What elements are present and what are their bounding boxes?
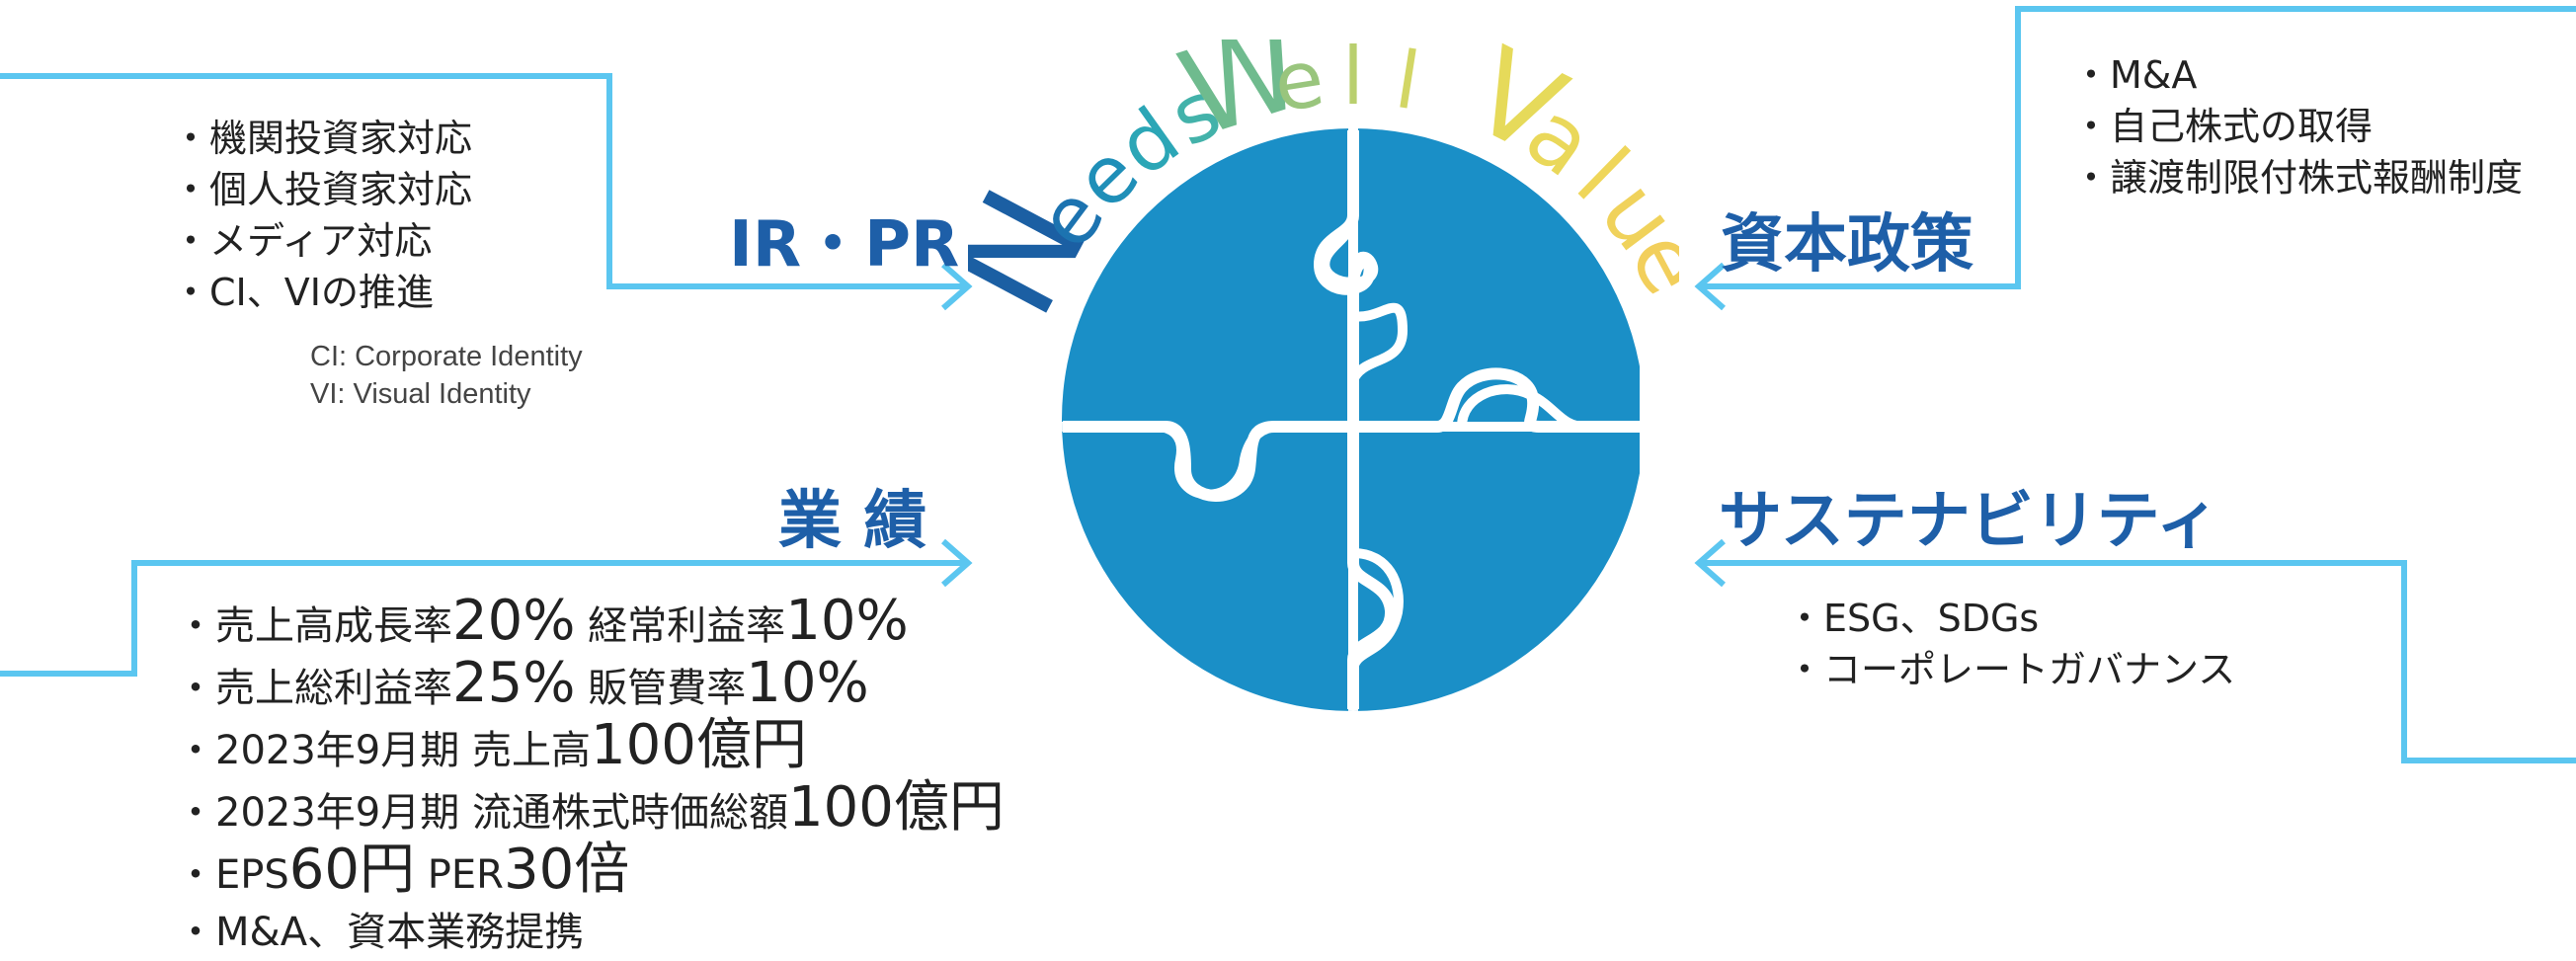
list-item: ・ESG、SDGs xyxy=(1786,597,2040,640)
performance-arrowhead xyxy=(941,538,973,588)
ir-pr-arrowhead xyxy=(941,262,973,311)
list-item: ・譲渡制限付株式報酬制度 xyxy=(2072,156,2524,200)
list-item: ・2023年9月期 流通株式時価総額100億円 xyxy=(176,775,1005,840)
list-item: ・個人投資家対応 xyxy=(172,168,473,211)
brand-letter: l xyxy=(1342,40,1364,122)
sustainability-heading: サステナビリティ xyxy=(1719,485,2219,558)
performance-heading: 業 績 xyxy=(778,485,927,558)
sustainability-arrowhead xyxy=(1694,538,1726,588)
capital-list: ・M&A ・自己株式の取得 ・譲渡制限付株式報酬制度 xyxy=(2072,49,2523,203)
sustainability-list: ・ESG、SDGs ・コーポレートガバナンス xyxy=(1786,593,2235,695)
brand-letter: l xyxy=(1390,40,1425,127)
list-item: ・売上高成長率20% 経常利益率10% xyxy=(176,589,909,653)
puzzle-outline xyxy=(1063,130,1640,709)
ci-note: CI: Corporate Identity xyxy=(310,341,583,372)
list-item: ・M&A、資本業務提携 xyxy=(176,910,585,955)
performance-list: ・売上高成長率20% 経常利益率10% ・売上総利益率25% 販管費率10% ・… xyxy=(176,593,1005,961)
capital-arrowhead xyxy=(1694,262,1726,311)
sustainability-connector xyxy=(1701,560,2576,763)
list-item: ・2023年9月期 売上高100億円 xyxy=(176,713,807,777)
list-item: ・コーポレートガバナンス xyxy=(1786,648,2236,691)
puzzle-circle xyxy=(1062,128,1640,711)
capital-heading: 資本政策 xyxy=(1721,208,1973,281)
list-item: ・メディア対応 xyxy=(172,219,433,263)
list-item: ・機関投資家対応 xyxy=(172,117,473,160)
connector-lines xyxy=(0,6,2576,763)
list-item: ・自己株式の取得 xyxy=(2072,105,2374,148)
list-item: ・EPS60円 PER30倍 xyxy=(176,838,630,902)
ir-pr-heading: IR・PR xyxy=(729,208,960,281)
list-item: ・CI、VIの推進 xyxy=(172,271,434,314)
list-item: ・M&A xyxy=(2072,53,2198,97)
capital-connector xyxy=(1701,6,2576,289)
ir-pr-connector xyxy=(0,73,966,289)
performance-connector xyxy=(0,560,966,677)
ir-pr-list: ・機関投資家対応 ・個人投資家対応 ・メディア対応 ・CI、VIの推進 xyxy=(172,113,472,318)
list-item: ・売上総利益率25% 販管費率10% xyxy=(176,651,869,715)
vi-note: VI: Visual Identity xyxy=(310,378,531,410)
